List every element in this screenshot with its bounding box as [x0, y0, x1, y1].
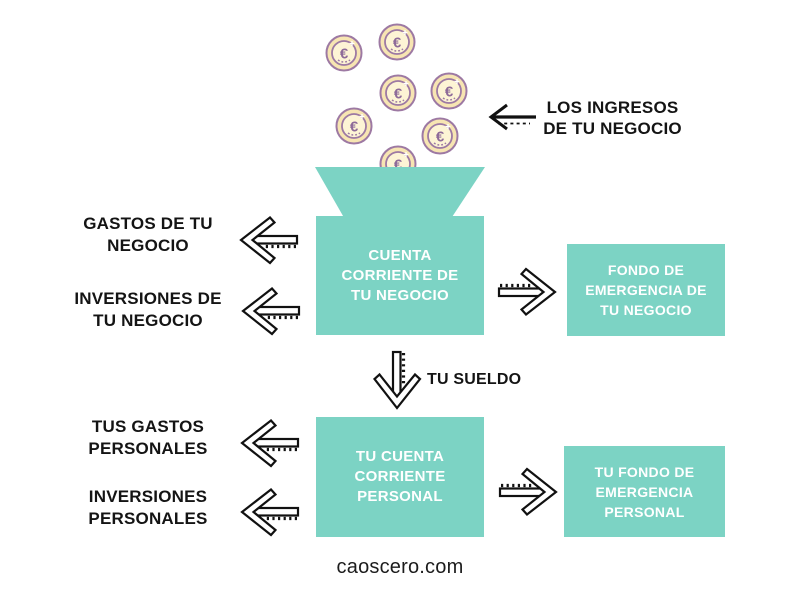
label-tu-sueldo: TU SUELDO: [427, 371, 522, 388]
box-cuenta-corriente-personal: TU CUENTA CORRIENTE PERSONAL: [316, 417, 484, 537]
label-line: DE TU NEGOCIO: [543, 119, 682, 138]
label-line: INVERSIONES DE: [74, 289, 222, 308]
site-url: caoscero.com: [336, 556, 464, 578]
box-line: TU NEGOCIO: [350, 286, 449, 304]
box-cuenta-corriente-negocio: CUENTA CORRIENTE DE TU NEGOCIO: [316, 216, 484, 335]
box-fondo-emergencia-personal: TU FONDO DE EMERGENCIA PERSONAL: [564, 446, 725, 537]
funnel-shape: [315, 167, 485, 216]
euro-coin-icon: €: [378, 73, 418, 113]
euro-coin-icon: €: [420, 116, 460, 156]
label-gastos-personales: TUS GASTOS PERSONALES: [48, 416, 248, 460]
box-line: FONDO DE: [607, 262, 685, 278]
label-line: LOS INGRESOS: [546, 98, 679, 117]
inversiones-negocio-left-arrow-icon: [239, 287, 301, 337]
box-line: CORRIENTE: [354, 468, 446, 485]
box-line: TU CUENTA: [355, 448, 445, 465]
label-line: PERSONALES: [88, 439, 208, 458]
euro-symbol: €: [394, 157, 403, 174]
fondo-personal-right-arrow-icon: [498, 466, 560, 516]
euro-symbol: €: [394, 86, 403, 103]
euro-coin-icon: €: [334, 106, 374, 146]
label-line: NEGOCIO: [107, 236, 189, 255]
euro-symbol: €: [393, 35, 402, 52]
box-line: CUENTA: [368, 246, 432, 264]
box-line: EMERGENCIA DE: [585, 282, 707, 298]
box-line: TU FONDO DE: [594, 463, 695, 480]
euro-coin-icon: €: [324, 33, 364, 73]
label-inversiones-personales: INVERSIONES PERSONALES: [48, 486, 248, 530]
sueldo-down-arrow-icon: [367, 350, 429, 410]
label-line: TUS GASTOS: [91, 417, 205, 436]
label-line: INVERSIONES: [88, 487, 208, 506]
box-line: PERSONAL: [604, 503, 685, 520]
gastos-personales-left-arrow-icon: [238, 419, 300, 469]
inversiones-personales-left-arrow-icon: [238, 488, 300, 538]
euro-symbol: €: [340, 46, 349, 63]
label-ingresos-negocio: LOS INGRESOS DE TU NEGOCIO: [540, 97, 685, 139]
box-fondo-emergencia-negocio: FONDO DE EMERGENCIA DE TU NEGOCIO: [567, 244, 725, 336]
box-line: EMERGENCIA: [595, 483, 694, 500]
label-line: PERSONALES: [88, 509, 208, 528]
label-line: GASTOS DE TU: [83, 214, 213, 233]
label-line: TU NEGOCIO: [93, 311, 203, 330]
euro-symbol: €: [445, 84, 454, 101]
euro-coin-icon: €: [429, 71, 469, 111]
box-line: TU NEGOCIO: [600, 302, 692, 318]
euro-symbol: €: [436, 129, 445, 146]
gastos-negocio-left-arrow-icon: [237, 216, 299, 266]
euro-symbol: €: [350, 119, 359, 136]
ingresos-thin-left-arrow-icon: [486, 103, 538, 135]
label-gastos-negocio: GASTOS DE TU NEGOCIO: [48, 213, 248, 257]
euro-coin-icon: €: [377, 22, 417, 62]
box-line: PERSONAL: [357, 488, 443, 505]
label-inversiones-negocio: INVERSIONES DE TU NEGOCIO: [48, 288, 248, 332]
fondo-negocio-right-arrow-icon: [497, 266, 559, 316]
box-line: CORRIENTE DE: [341, 266, 459, 284]
